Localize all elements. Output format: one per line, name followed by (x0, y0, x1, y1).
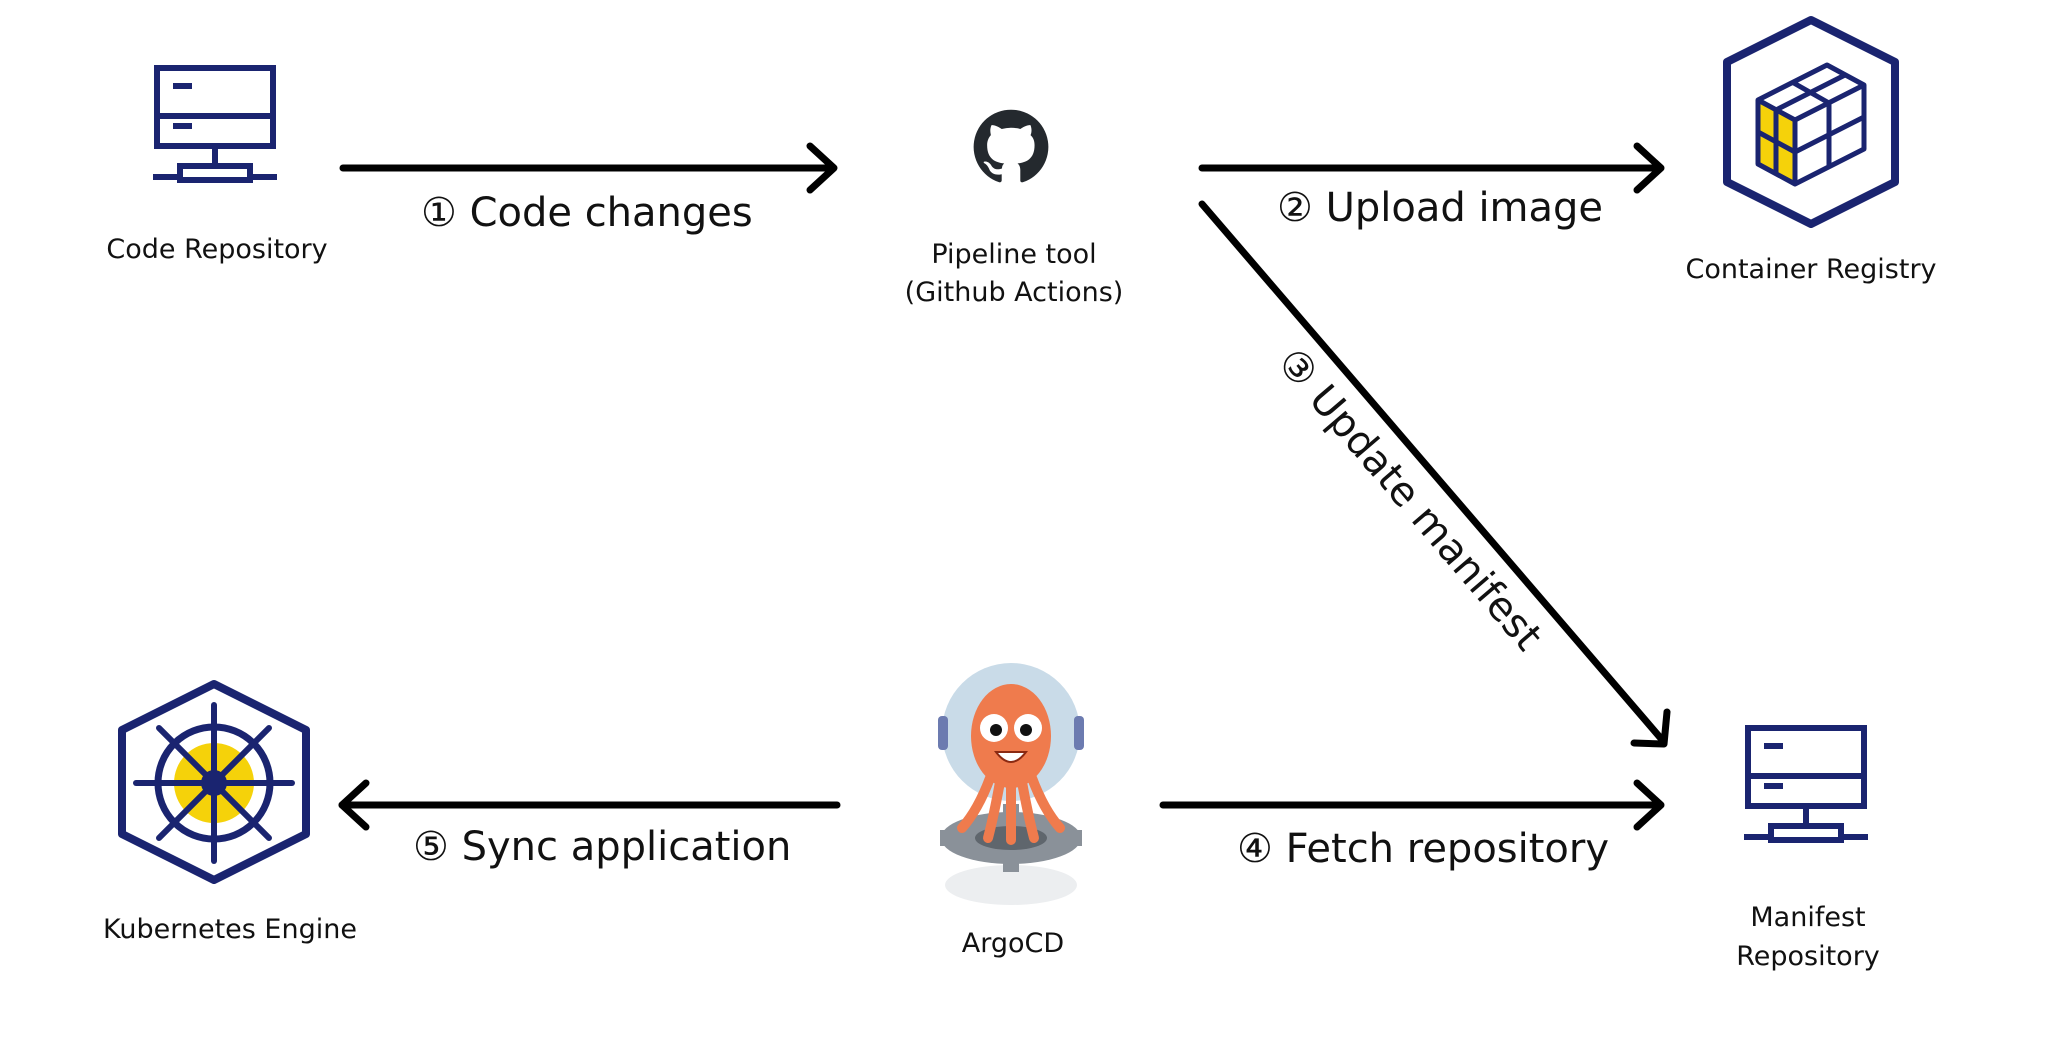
code-changes-label: ① Code changes (421, 190, 753, 236)
server-icon (1744, 725, 1868, 843)
code-repository-label: Code Repository (106, 234, 327, 265)
container-registry-label: Container Registry (1685, 254, 1936, 285)
sync-application-arrow (338, 779, 841, 831)
code-changes-arrow (339, 142, 838, 194)
argocd-octopus-icon (938, 663, 1084, 905)
update-manifest-label: ③ Update manifest (1268, 340, 1551, 660)
argocd-label: ArgoCD (962, 928, 1064, 959)
manifest-repository-label-line2: Repository (1736, 941, 1880, 972)
pipeline-tool-label-line1: Pipeline tool (931, 239, 1096, 270)
code-repository-node[interactable]: Code Repository (106, 65, 328, 265)
kubernetes-helm-icon (118, 680, 310, 884)
argocd-node[interactable]: ArgoCD (938, 663, 1084, 959)
container-registry-node[interactable]: Container Registry (1685, 16, 1937, 285)
pipeline-tool-label-line2: (Github Actions) (905, 277, 1124, 308)
upload-image-arrow (1198, 142, 1665, 194)
manifest-repository-label-line1: Manifest (1750, 902, 1865, 933)
fetch-repository-label: ④ Fetch repository (1237, 826, 1609, 872)
kubernetes-engine-node[interactable]: Kubernetes Engine (103, 680, 357, 945)
manifest-repository-node[interactable]: Manifest Repository (1736, 725, 1880, 972)
sync-application-label: ⑤ Sync application (413, 824, 791, 870)
kubernetes-engine-label: Kubernetes Engine (103, 914, 357, 945)
server-icon (153, 65, 277, 183)
upload-image-label: ② Upload image (1277, 185, 1603, 231)
github-icon (973, 109, 1049, 183)
pipeline-tool-node[interactable]: Pipeline tool (Github Actions) (905, 109, 1124, 308)
update-manifest-arrow (1198, 200, 1671, 748)
fetch-repository-arrow (1159, 779, 1665, 831)
container-registry-icon (1723, 16, 1899, 228)
